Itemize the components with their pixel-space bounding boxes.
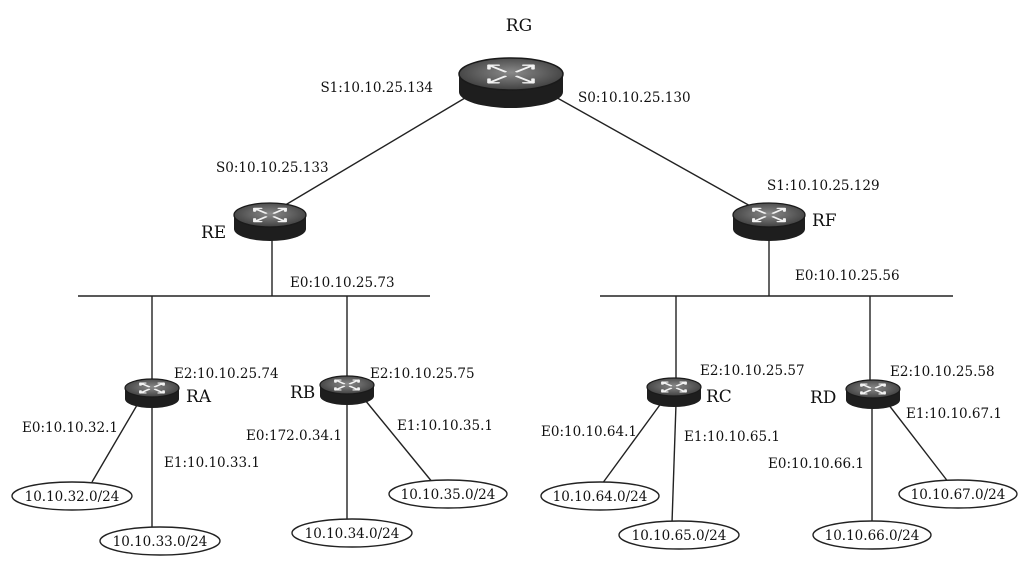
link-rc-n64 bbox=[601, 401, 663, 485]
subnet-label: 10.10.64.0/24 bbox=[553, 489, 648, 505]
subnet-label: 10.10.65.0/24 bbox=[632, 528, 727, 544]
interface-label: E0:172.0.34.1 bbox=[246, 428, 342, 444]
subnet-label: 10.10.32.0/24 bbox=[25, 489, 120, 505]
link-ra-n32 bbox=[91, 399, 141, 483]
interface-label: E0:10.10.64.1 bbox=[541, 424, 637, 440]
subnet-label: 10.10.67.0/24 bbox=[911, 487, 1006, 503]
interface-label: E0:10.10.32.1 bbox=[22, 420, 118, 436]
router-name-rb: RB bbox=[290, 383, 315, 403]
subnet-ellipse bbox=[99, 526, 221, 556]
subnet-label: 10.10.35.0/24 bbox=[401, 487, 496, 503]
router-name-re: RE bbox=[201, 223, 226, 243]
router-rc bbox=[646, 378, 702, 407]
router-rd bbox=[845, 380, 901, 409]
router-name-rf: RF bbox=[812, 211, 837, 231]
router-names: RG RE RF RA RB RC RD bbox=[186, 16, 837, 408]
interface-label: S0:10.10.25.133 bbox=[216, 160, 329, 176]
subnet-label: 10.10.66.0/24 bbox=[825, 528, 920, 544]
subnet-ellipse bbox=[291, 518, 413, 548]
interface-label: E1:10.10.33.1 bbox=[164, 455, 260, 471]
router-name-rg: RG bbox=[506, 16, 532, 36]
router-name-rc: RC bbox=[706, 387, 732, 407]
interface-label: E1:10.10.35.1 bbox=[397, 418, 493, 434]
interface-label: E2:10.10.25.58 bbox=[890, 364, 995, 380]
router-rb bbox=[319, 376, 375, 405]
subnet-label: 10.10.33.0/24 bbox=[113, 534, 208, 550]
router-re bbox=[233, 203, 307, 241]
interface-label: E2:10.10.25.75 bbox=[370, 366, 475, 382]
subnet-ellipse bbox=[388, 479, 508, 509]
link-rg-rf bbox=[551, 94, 753, 208]
link-rc-n65 bbox=[671, 403, 677, 524]
subnet-ellipse bbox=[540, 481, 660, 511]
interface-label: E0:10.10.25.56 bbox=[795, 268, 900, 284]
interface-label: S1:10.10.25.129 bbox=[767, 178, 880, 194]
router-rg bbox=[458, 58, 564, 108]
interface-label: E0:10.10.25.73 bbox=[290, 275, 395, 291]
interface-label: S1:10.10.25.134 bbox=[320, 80, 433, 96]
router-rf bbox=[732, 203, 806, 241]
subnet-ellipse bbox=[618, 520, 740, 550]
interface-label: E2:10.10.25.57 bbox=[700, 363, 805, 379]
interface-label: E2:10.10.25.74 bbox=[174, 366, 279, 382]
subnet-ellipse bbox=[898, 479, 1018, 509]
link-rd-n67 bbox=[884, 399, 950, 484]
subnet-label: 10.10.34.0/24 bbox=[305, 526, 400, 542]
interface-label: S0:10.10.25.130 bbox=[578, 90, 691, 106]
link-rb-n35 bbox=[364, 399, 434, 484]
router-name-rd: RD bbox=[810, 388, 836, 408]
interface-label: E0:10.10.66.1 bbox=[768, 456, 864, 472]
links bbox=[78, 94, 953, 530]
interface-label: E1:10.10.65.1 bbox=[684, 429, 780, 445]
subnet-ellipse bbox=[812, 520, 932, 550]
subnets: 10.10.32.0/24 10.10.33.0/24 10.10.34.0/2… bbox=[11, 479, 1018, 556]
interface-label: E1:10.10.67.1 bbox=[906, 406, 1002, 422]
interface-labels: S1:10.10.25.134 S0:10.10.25.130 S0:10.10… bbox=[22, 80, 1002, 472]
router-name-ra: RA bbox=[186, 387, 212, 407]
subnet-ellipse bbox=[11, 481, 133, 511]
router-ra bbox=[124, 379, 180, 408]
link-rg-re bbox=[281, 94, 471, 208]
